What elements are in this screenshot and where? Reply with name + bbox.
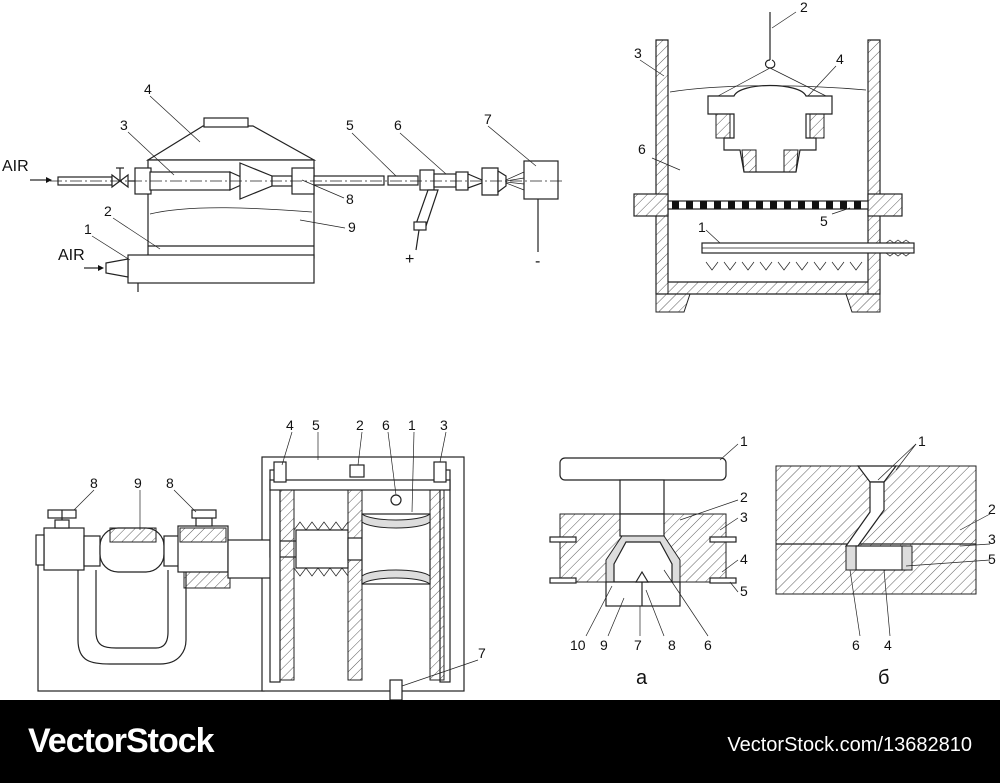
fig4-label-5: 5	[740, 583, 748, 599]
fig2-label-6: 6	[638, 141, 646, 157]
fig5-label-5: 5	[988, 551, 996, 567]
fig4-label-1: 1	[740, 433, 748, 449]
fig5-label-6: 6	[852, 637, 860, 653]
image-url: VectorStock.com/13682810	[727, 734, 972, 756]
fig1-label-9: 9	[348, 219, 356, 235]
fig2-label-5: 5	[820, 213, 828, 229]
fig1-label-6: 6	[394, 117, 402, 133]
fig4-label-9: 9	[600, 637, 608, 653]
fig5-caption: б	[878, 667, 889, 689]
fig4-label-2: 2	[740, 489, 748, 505]
fig3-label-5: 5	[312, 417, 320, 433]
fig1-label-4: 4	[144, 81, 152, 97]
fig5-label-4: 4	[884, 637, 892, 653]
fig1-air-bottom-label: AIR	[58, 247, 85, 264]
fig5-label-2: 2	[988, 501, 996, 517]
fig3-label-2: 2	[356, 417, 364, 433]
fig1-minus-label: -	[535, 253, 540, 270]
fig5-mold-b: 1 2 3 5 6 4 б	[775, 433, 996, 689]
fig4-label-4: 4	[740, 551, 748, 567]
fig2-perforated-plate	[672, 201, 861, 209]
fig3-label-3: 3	[440, 417, 448, 433]
fig3-label-6: 6	[382, 417, 390, 433]
fig3-label-9: 9	[134, 475, 142, 491]
fig2-label-1: 1	[698, 219, 706, 235]
fig4-label-7: 7	[634, 637, 642, 653]
technical-drawing: AIR AIR + - 1 2 3 4 5 6 7 8 9	[2, 0, 996, 700]
fig1-plus-label: +	[405, 251, 414, 268]
fig3-label-8-left: 8	[90, 475, 98, 491]
fig1-spray-apparatus: AIR AIR + - 1 2 3 4 5 6 7 8 9	[2, 81, 565, 292]
fig5-label-1: 1	[918, 433, 926, 449]
fig2-tank: 2 3 4 6 5 1	[633, 0, 915, 313]
fig3-label-4: 4	[286, 417, 294, 433]
fig3-label-1: 1	[408, 417, 416, 433]
fig3-label-7: 7	[478, 645, 486, 661]
fig5-label-3: 3	[988, 531, 996, 547]
fig1-label-2: 2	[104, 203, 112, 219]
fig1-label-5: 5	[346, 117, 354, 133]
fig1-label-8: 8	[346, 191, 354, 207]
fig2-label-4: 4	[836, 51, 844, 67]
fig4-label-8: 8	[668, 637, 676, 653]
fig2-label-2: 2	[800, 0, 808, 15]
fig3-press: 4 5 2 6 1 3 8 9 8 7	[35, 417, 486, 700]
fig1-label-3: 3	[120, 117, 128, 133]
fig4-label-3: 3	[740, 509, 748, 525]
fig3-label-8-right: 8	[166, 475, 174, 491]
fig2-label-3: 3	[634, 45, 642, 61]
fig1-air-top-label: AIR	[2, 158, 29, 175]
fig1-label-1: 1	[84, 221, 92, 237]
fig4-mold-a: 1 2 3 4 5 10 9 7 8 6 а	[549, 433, 748, 689]
fig4-label-6: 6	[704, 637, 712, 653]
fig4-caption: а	[636, 667, 648, 689]
fig4-label-10: 10	[570, 637, 586, 653]
brand-logo: VectorStock	[28, 722, 215, 760]
fig1-label-7: 7	[484, 111, 492, 127]
watermark-footer: VectorStock VectorStock.com/13682810	[0, 700, 1000, 783]
